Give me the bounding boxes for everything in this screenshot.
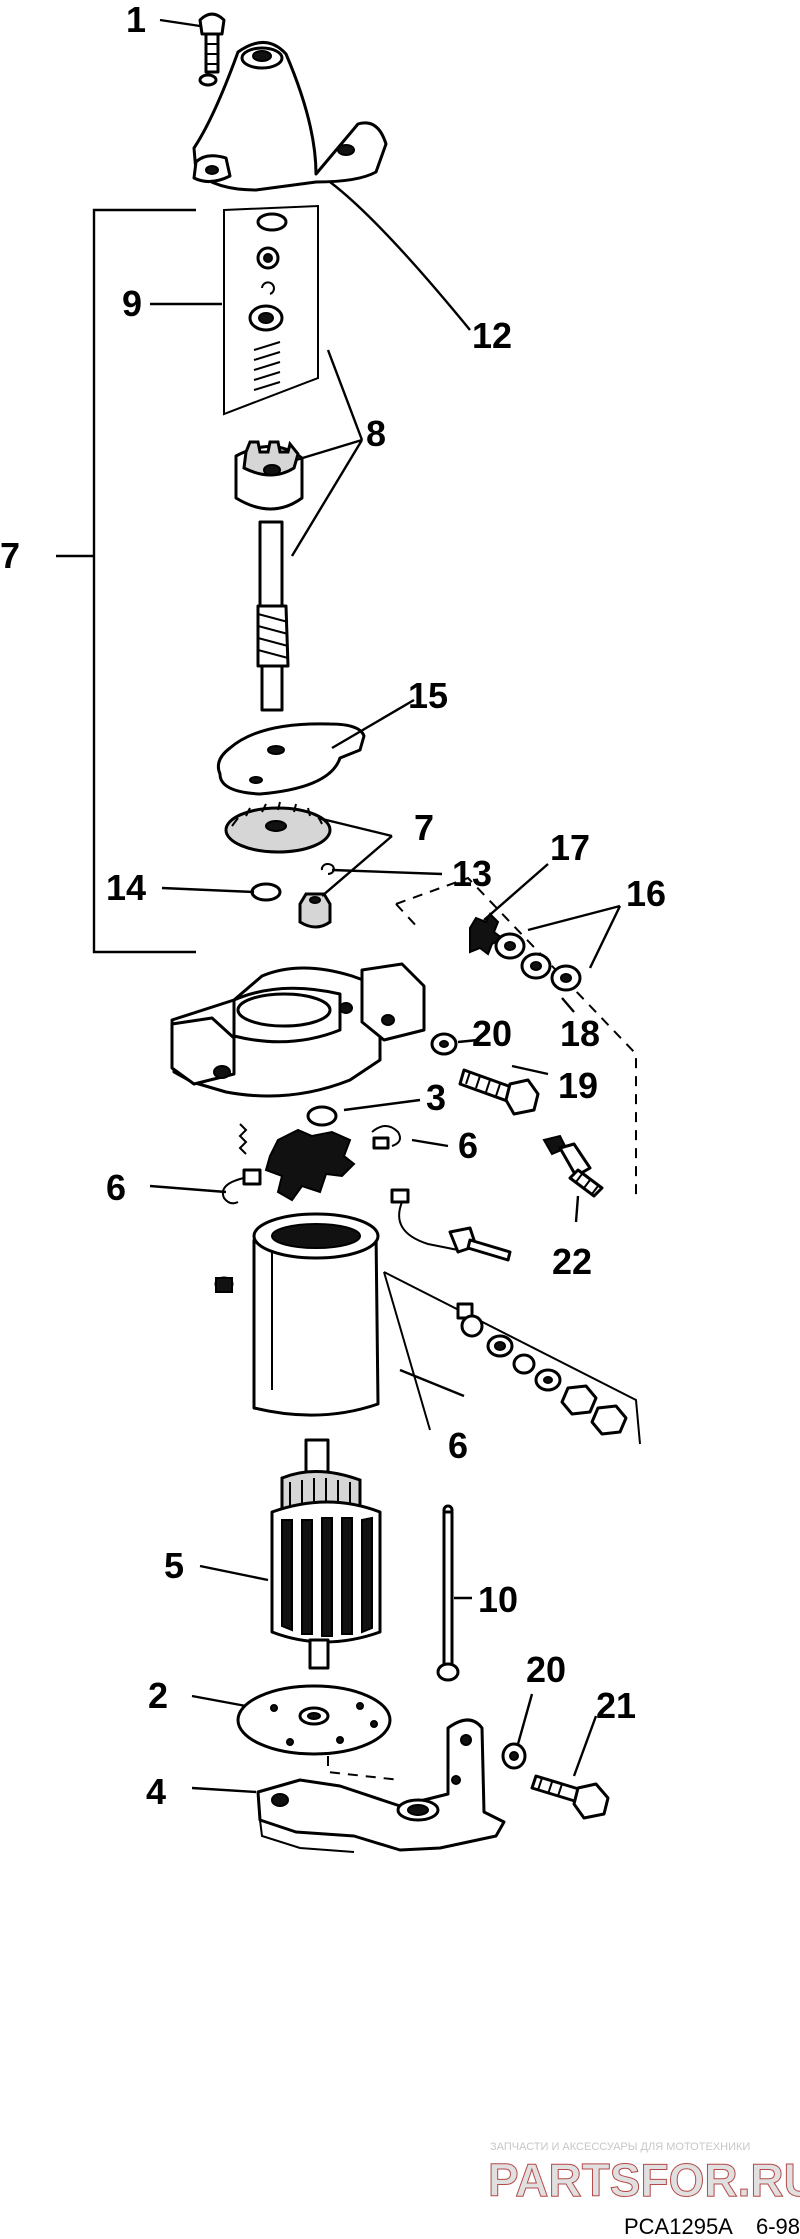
callout-19: 19 (558, 1065, 598, 1106)
callout-20-upper: 20 (472, 1013, 512, 1054)
callout-1: 1 (126, 0, 146, 40)
callout-6-right: 6 (458, 1125, 478, 1166)
part-3-end-cap-housing (170, 962, 426, 1098)
watermark-tagline: ЗАПЧАСТИ И АКСЕССУАРЫ ДЛЯ МОТОТЕХНИКИ (490, 2141, 750, 2153)
part-20-washer-lower (501, 1742, 527, 1770)
callout-13: 13 (452, 853, 492, 894)
callout-14: 14 (106, 867, 146, 908)
figure-code: PCA1295A (624, 2214, 733, 2239)
watermark: ЗАПЧАСТИ И АКСЕССУАРЫ ДЛЯ МОТОТЕХНИКИ PA… (488, 2141, 800, 2207)
part-4-mounting-bracket (256, 1718, 506, 1853)
part-21-bolt (530, 1774, 610, 1820)
callout-12: 12 (472, 315, 512, 356)
callout-7-bracket: 7 (0, 535, 20, 576)
group-7-bracket (56, 208, 196, 954)
callout-16: 16 (626, 873, 666, 914)
callout-15: 15 (408, 675, 448, 716)
part-6-terminal-kit (383, 1271, 641, 1445)
part-9-drive-kit-box (223, 204, 319, 416)
part-16-17-18-hardware-kit (395, 876, 637, 1200)
callout-9: 9 (122, 283, 142, 324)
part-22-terminal-stud (542, 1134, 604, 1198)
figure-date: 6-98 (756, 2214, 800, 2239)
leader-lines (149, 18, 622, 1794)
callout-labels: 1 12 9 8 7 15 7 17 16 13 14 18 20 19 3 6… (0, 0, 666, 1812)
callout-22: 22 (552, 1241, 592, 1282)
callout-2: 2 (148, 1675, 168, 1716)
part-15-plate (216, 722, 366, 796)
callout-20-lower: 20 (526, 1649, 566, 1690)
part-10-through-bolt (436, 1504, 460, 1682)
callout-10: 10 (478, 1579, 518, 1620)
callout-3: 3 (426, 1077, 446, 1118)
callout-21: 21 (596, 1685, 636, 1726)
callout-6-lower: 6 (448, 1425, 468, 1466)
part-14-washer (250, 882, 282, 902)
callout-5: 5 (164, 1545, 184, 1586)
part-19-20-bolt-and-washer (430, 1032, 540, 1116)
part-8-pinion-and-shaft (234, 440, 304, 712)
callout-18: 18 (560, 1013, 600, 1054)
callout-4: 4 (146, 1771, 166, 1812)
callout-17: 17 (550, 827, 590, 868)
field-frame-housing (252, 1212, 380, 1417)
part-12-drive-housing (192, 41, 388, 192)
part-1-screw (198, 12, 226, 87)
part-13-retaining-ring (320, 863, 335, 875)
callout-7-gears: 7 (414, 807, 434, 848)
watermark-brand: PARTSFOR.RU (488, 2154, 800, 2206)
part-2-end-plate (236, 1684, 392, 1756)
callout-6-left: 6 (106, 1167, 126, 1208)
callout-8: 8 (366, 413, 386, 454)
part-7-gears (224, 801, 332, 929)
part-5-armature (270, 1438, 382, 1670)
part-6-brush-plate (214, 1105, 512, 1293)
